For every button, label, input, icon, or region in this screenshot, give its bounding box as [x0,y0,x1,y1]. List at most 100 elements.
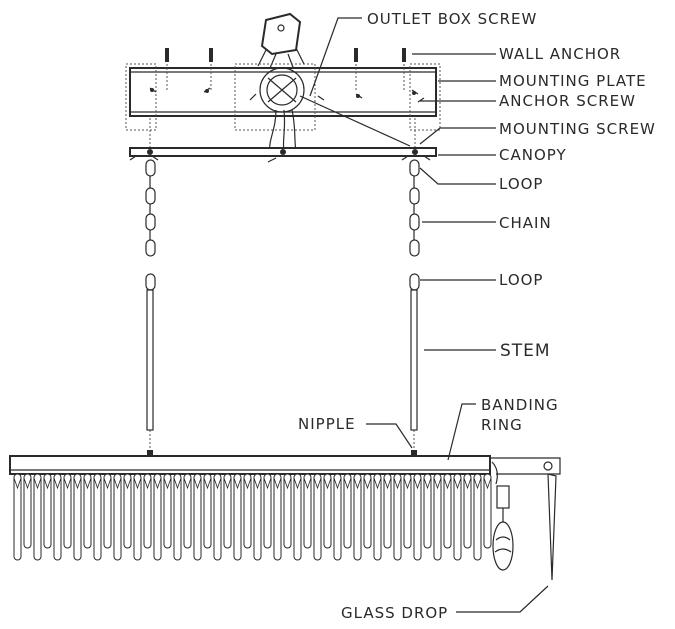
label-banding-ring-line2: RING [481,416,523,434]
wall-anchors [165,48,406,90]
glass-rod-cap [143,477,152,490]
glass-rod [353,473,362,561]
glass-rod [463,473,472,549]
glass-rod-cap [413,477,422,490]
glass-rod [293,473,302,561]
glass-rods [13,473,492,561]
glass-rod [23,473,32,549]
glass-rod-cap [443,477,452,490]
glass-rod-cap [243,477,252,490]
callout-labels: OUTLET BOX SCREW WALL ANCHOR MOUNTING PL… [298,10,656,622]
glass-rod [133,473,142,561]
glass-rod-cap [153,477,162,490]
label-outlet-box-screw: OUTLET BOX SCREW [367,10,537,28]
glass-rod [123,473,132,549]
glass-rod [393,473,402,561]
glass-rod [313,473,322,561]
glass-rod-cap [263,477,272,490]
glass-drop [492,473,557,581]
glass-rod [303,473,312,549]
glass-rod-cap [463,477,472,490]
glass-rod-cap [23,477,32,490]
glass-rod [403,473,412,549]
glass-rod-cap [383,477,392,490]
glass-rod-cap [233,477,242,490]
glass-rod [343,473,352,549]
glass-rod [453,473,462,561]
glass-rod-cap [303,477,312,490]
glass-rod-cap [433,477,442,490]
glass-rod-cap [293,477,302,490]
glass-rod-cap [163,477,172,490]
glass-rod [373,473,382,561]
glass-rod-cap [33,477,42,490]
glass-rod [63,473,72,549]
glass-rod [203,473,212,549]
glass-rod [423,473,432,549]
label-loop-bottom: LOOP [499,271,543,289]
glass-rod [363,473,372,549]
anchor-screws [149,87,425,103]
glass-rod-cap [313,477,322,490]
glass-rod [263,473,272,549]
glass-rod-cap [73,477,82,490]
glass-rod-cap [343,477,352,490]
left-stem [146,289,154,456]
left-hanging-chain [145,159,156,291]
label-loop-top: LOOP [499,175,543,193]
label-nipple: NIPPLE [298,415,356,433]
glass-rod [413,473,422,561]
glass-rod [443,473,452,549]
leader-lines [309,17,549,613]
glass-rod [183,473,192,549]
glass-rod-cap [333,477,342,490]
label-anchor-screw: ANCHOR SCREW [499,92,636,110]
glass-rod [323,473,332,549]
right-stem [410,289,418,456]
glass-rod [93,473,102,561]
glass-rod [73,473,82,561]
label-wall-anchor: WALL ANCHOR [499,45,621,63]
right-hanging-chain [409,159,420,291]
glass-rod-cap [53,477,62,490]
glass-rod [223,473,232,549]
glass-rod [13,473,22,561]
glass-rod [243,473,252,549]
glass-rod [213,473,222,561]
glass-rod [473,473,482,561]
glass-rod-cap [43,477,52,490]
glass-rod [283,473,292,549]
label-mounting-screw: MOUNTING SCREW [499,120,656,138]
glass-rod [193,473,202,561]
glass-rod [43,473,52,549]
label-banding-ring-line1: BANDING [481,396,559,414]
glass-rod-cap [323,477,332,490]
glass-rod-cap [483,477,492,490]
glass-rod [53,473,62,561]
glass-rod-cap [453,477,462,490]
glass-rod-cap [93,477,102,490]
glass-rod-cap [173,477,182,490]
label-stem: STEM [500,341,551,361]
glass-rod-cap [353,477,362,490]
glass-rod [483,473,492,549]
glass-rod-cap [83,477,92,490]
glass-rod-cap [63,477,72,490]
canopy [129,147,437,163]
banding-ring [9,455,561,485]
glass-rod [103,473,112,549]
label-canopy: CANOPY [499,146,567,164]
glass-rod [173,473,182,561]
glass-rod-cap [283,477,292,490]
glass-rod-cap [183,477,192,490]
glass-rod-cap [13,477,22,490]
mounting-plate [125,63,441,131]
glass-rod [233,473,242,561]
glass-rod-cap [223,477,232,490]
glass-rod-cap [373,477,382,490]
glass-rod [33,473,42,561]
glass-rod-cap [113,477,122,490]
label-glass-drop: GLASS DROP [341,604,448,622]
glass-rod-cap [273,477,282,490]
glass-rod-cap [213,477,222,490]
